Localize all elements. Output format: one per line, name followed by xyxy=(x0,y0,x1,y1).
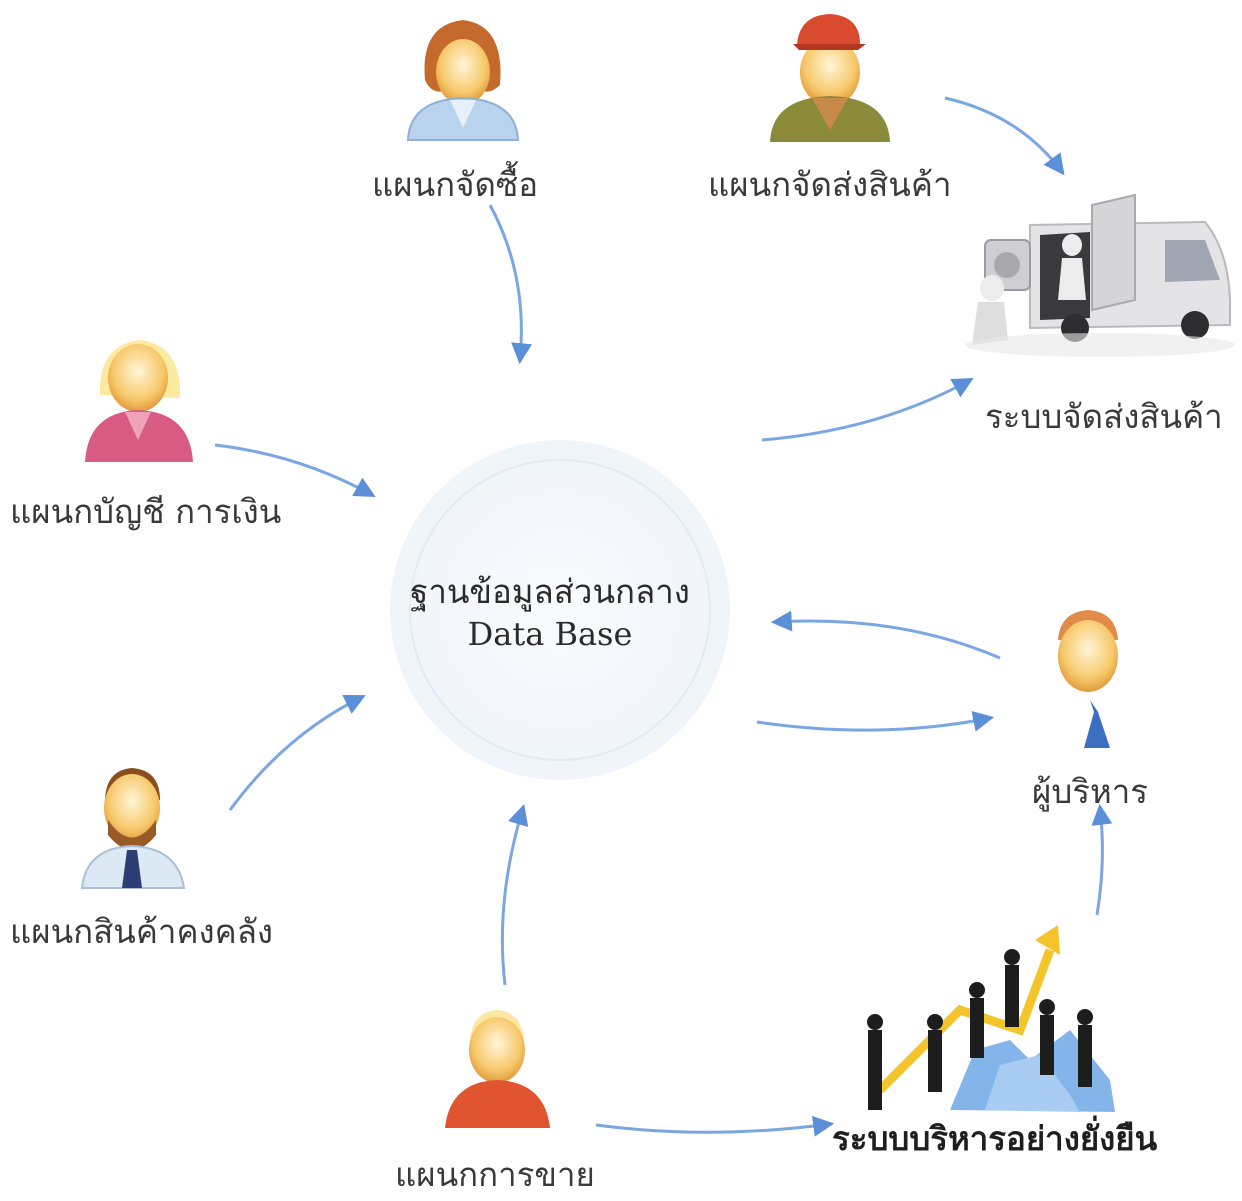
arrow-warehouse-to-db xyxy=(228,695,366,811)
arrow-accounting-to-db xyxy=(214,443,376,498)
label-accounting: แผนกบัญชี การเงิน xyxy=(10,492,282,531)
arrow-sustainable-to-executive xyxy=(1091,803,1113,916)
arrow-purchasing-to-db xyxy=(488,204,533,365)
label-warehouse: แผนกสินค้าคงคลัง xyxy=(10,912,274,951)
warehouse-man-icon xyxy=(80,768,186,889)
business-growth-icon xyxy=(867,925,1115,1112)
database-emblem xyxy=(390,440,730,780)
label-shipping-dept: แผนกจัดส่งสินค้า xyxy=(708,165,952,204)
shipping-dept-man-icon xyxy=(770,14,890,142)
label-sales: แผนกการขาย xyxy=(395,1155,595,1194)
database-title: ฐานข้อมูลส่วนกลาง xyxy=(410,572,690,611)
arrow-executive-to-db xyxy=(770,610,1001,660)
database-subtitle: Data Base xyxy=(467,615,633,653)
accounting-woman-icon xyxy=(85,340,193,462)
delivery-truck-icon xyxy=(965,193,1235,357)
arrow-db-to-executive xyxy=(756,710,995,732)
executive-man-icon xyxy=(1058,610,1118,748)
label-sustainable-mgmt: ระบบบริหารอย่างยั่งยืน xyxy=(832,1119,1158,1158)
arrow-sales-to-sustainable xyxy=(595,1115,835,1137)
label-shipping-system: ระบบจัดส่งสินค้า xyxy=(985,397,1223,436)
purchasing-woman-icon xyxy=(406,20,520,141)
label-purchasing: แผนกจัดซื้อ xyxy=(372,165,539,204)
arrow-sales-to-db xyxy=(500,803,529,986)
label-executive: ผู้บริหาร xyxy=(1032,772,1149,811)
sales-person-icon xyxy=(445,1010,550,1128)
arrow-shippingdept-to-truck xyxy=(944,96,1065,176)
arrow-db-to-shippingsystem xyxy=(761,377,974,442)
